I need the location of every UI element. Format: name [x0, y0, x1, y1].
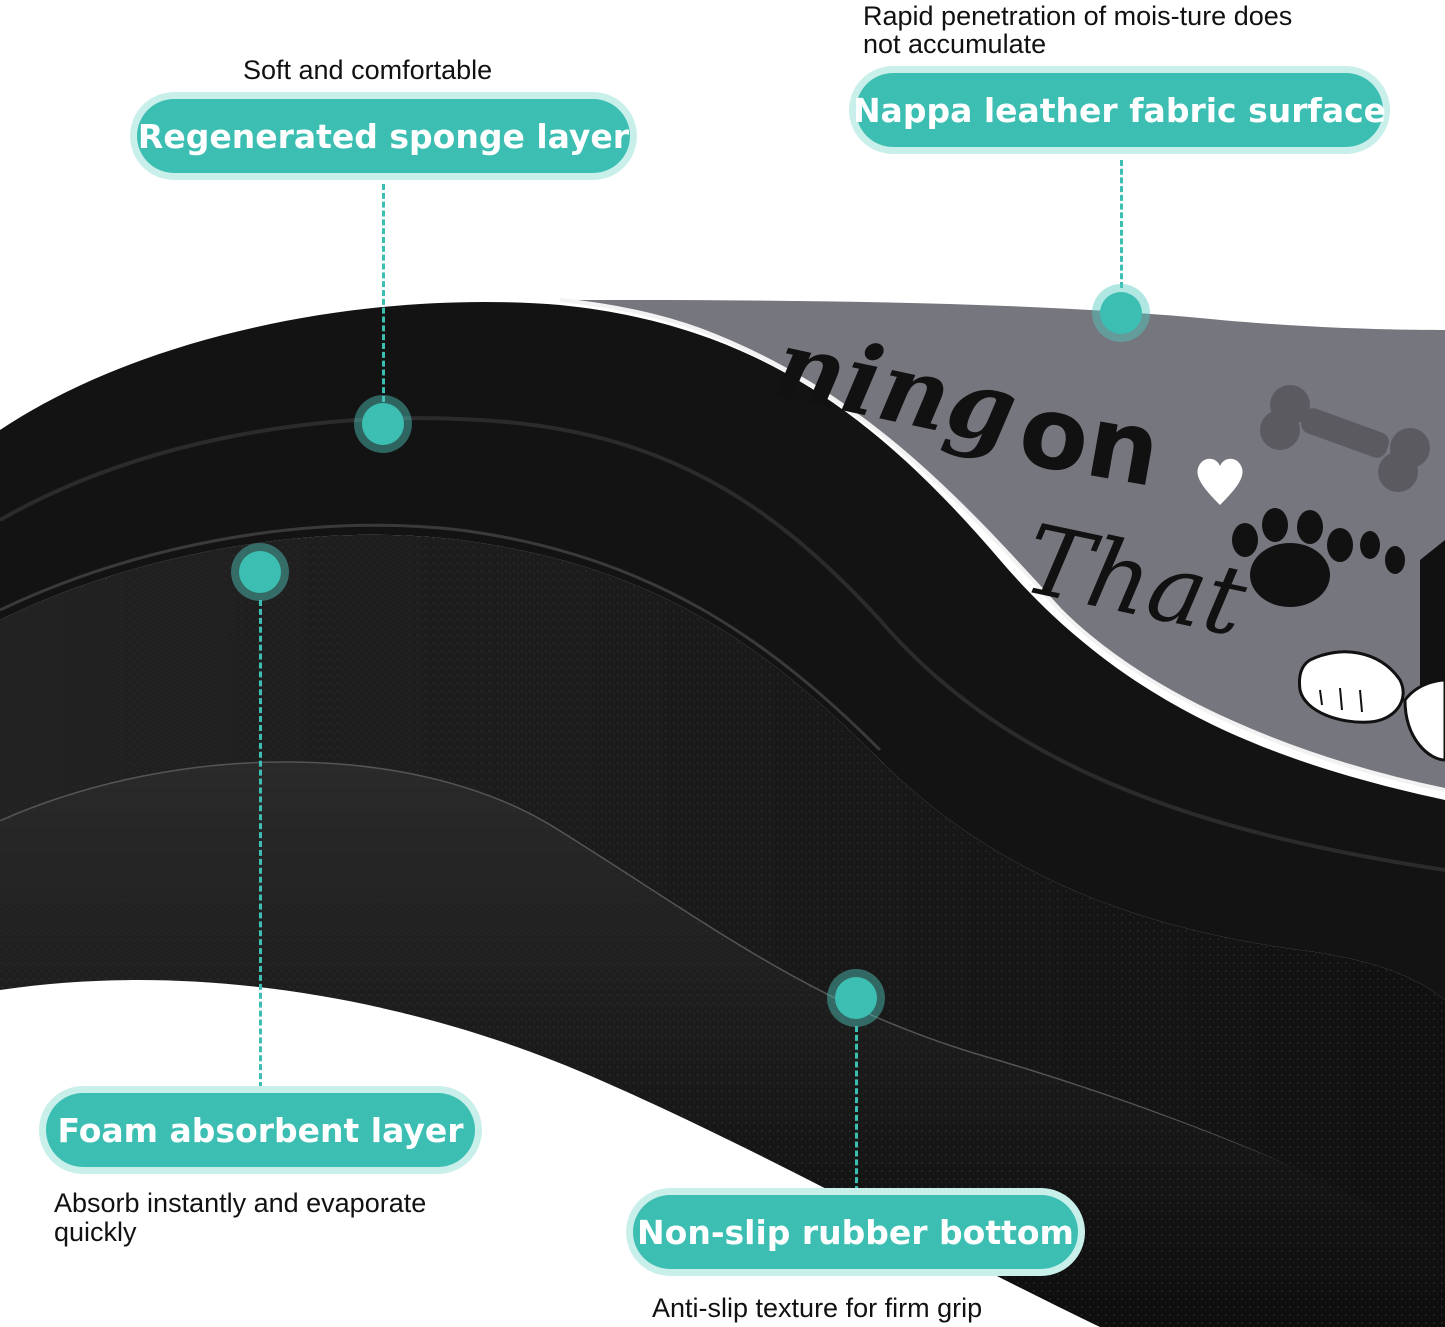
- foam-marker-dot: [239, 551, 281, 593]
- sponge-marker-dot: [362, 403, 404, 445]
- foam-layer-label: Foam absorbent layer: [46, 1093, 475, 1167]
- sponge-layer-label: Regenerated sponge layer: [137, 99, 630, 173]
- foam-caption-line-2: quickly: [54, 1217, 137, 1247]
- heart-icon: [1197, 458, 1243, 505]
- paw-icon: [1232, 508, 1353, 607]
- mat-print-word-2: on: [1011, 370, 1169, 510]
- rubber-caption: Anti-slip texture for firm grip: [652, 1293, 983, 1323]
- nappa-caption-line-1: Rapid penetration of mois-ture does: [863, 1, 1293, 31]
- nappa-caption-line-2: not accumulate: [863, 29, 1047, 59]
- dog-paws-icon: [1298, 540, 1445, 762]
- sponge-leader-line: [382, 184, 385, 402]
- foam-leader-line: [259, 600, 262, 1088]
- paw-icon: [1360, 531, 1405, 574]
- foam-layer: [0, 534, 1445, 1250]
- sponge-layer: [0, 301, 1445, 1000]
- nappa-leader-line: [1120, 160, 1123, 288]
- nappa-surface-label: Nappa leather fabric surface: [853, 73, 1386, 147]
- rubber-leader-line: [855, 1026, 858, 1192]
- sponge-caption: Soft and comfortable: [243, 55, 493, 85]
- nappa-surface-layer: [559, 298, 1445, 792]
- foam-caption-line-1: Absorb instantly and evaporate: [54, 1188, 427, 1218]
- bone-icon: [1260, 385, 1430, 492]
- rubber-marker-dot: [835, 977, 877, 1019]
- rubber-bottom-label: Non-slip rubber bottom: [633, 1195, 1078, 1269]
- nappa-marker-dot: [1100, 292, 1142, 334]
